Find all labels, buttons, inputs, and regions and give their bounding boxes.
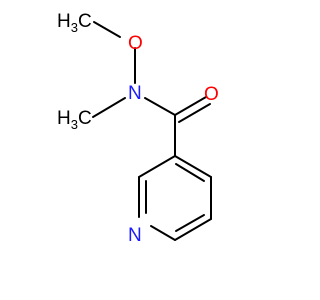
ring-inner-bond-c5-c6 bbox=[175, 214, 205, 232]
ring-bond-c6-n bbox=[150, 225, 176, 241]
bond-n-methyl bbox=[92, 97, 126, 118]
bond-n-carbonyl bbox=[144, 97, 176, 116]
carbonyl-oxygen-label: O bbox=[204, 84, 219, 105]
bonds bbox=[92, 21, 212, 241]
bond-c-o-double-2 bbox=[178, 103, 211, 123]
methoxy-oxygen-label: O bbox=[128, 33, 143, 54]
amide-nitrogen-label: N bbox=[128, 83, 142, 104]
ring-nitrogen-label: N bbox=[128, 225, 142, 246]
ring-bond-c2-c3 bbox=[138, 155, 176, 178]
ring-bond-c5-c6 bbox=[174, 218, 212, 241]
atom-labels: H3C O N H3C O N bbox=[57, 11, 219, 246]
bond-c-o-double-1 bbox=[174, 96, 207, 116]
molecule-diagram: H3C O N H3C O N bbox=[57, 11, 219, 246]
n-methyl-label: H3C bbox=[57, 108, 92, 132]
ring-bond-c3-c4 bbox=[174, 155, 212, 178]
bond-ch3-o bbox=[93, 21, 121, 38]
methoxy-methyl-label: H3C bbox=[57, 11, 92, 35]
ring-inner-bond-c3-c4 bbox=[175, 163, 205, 182]
